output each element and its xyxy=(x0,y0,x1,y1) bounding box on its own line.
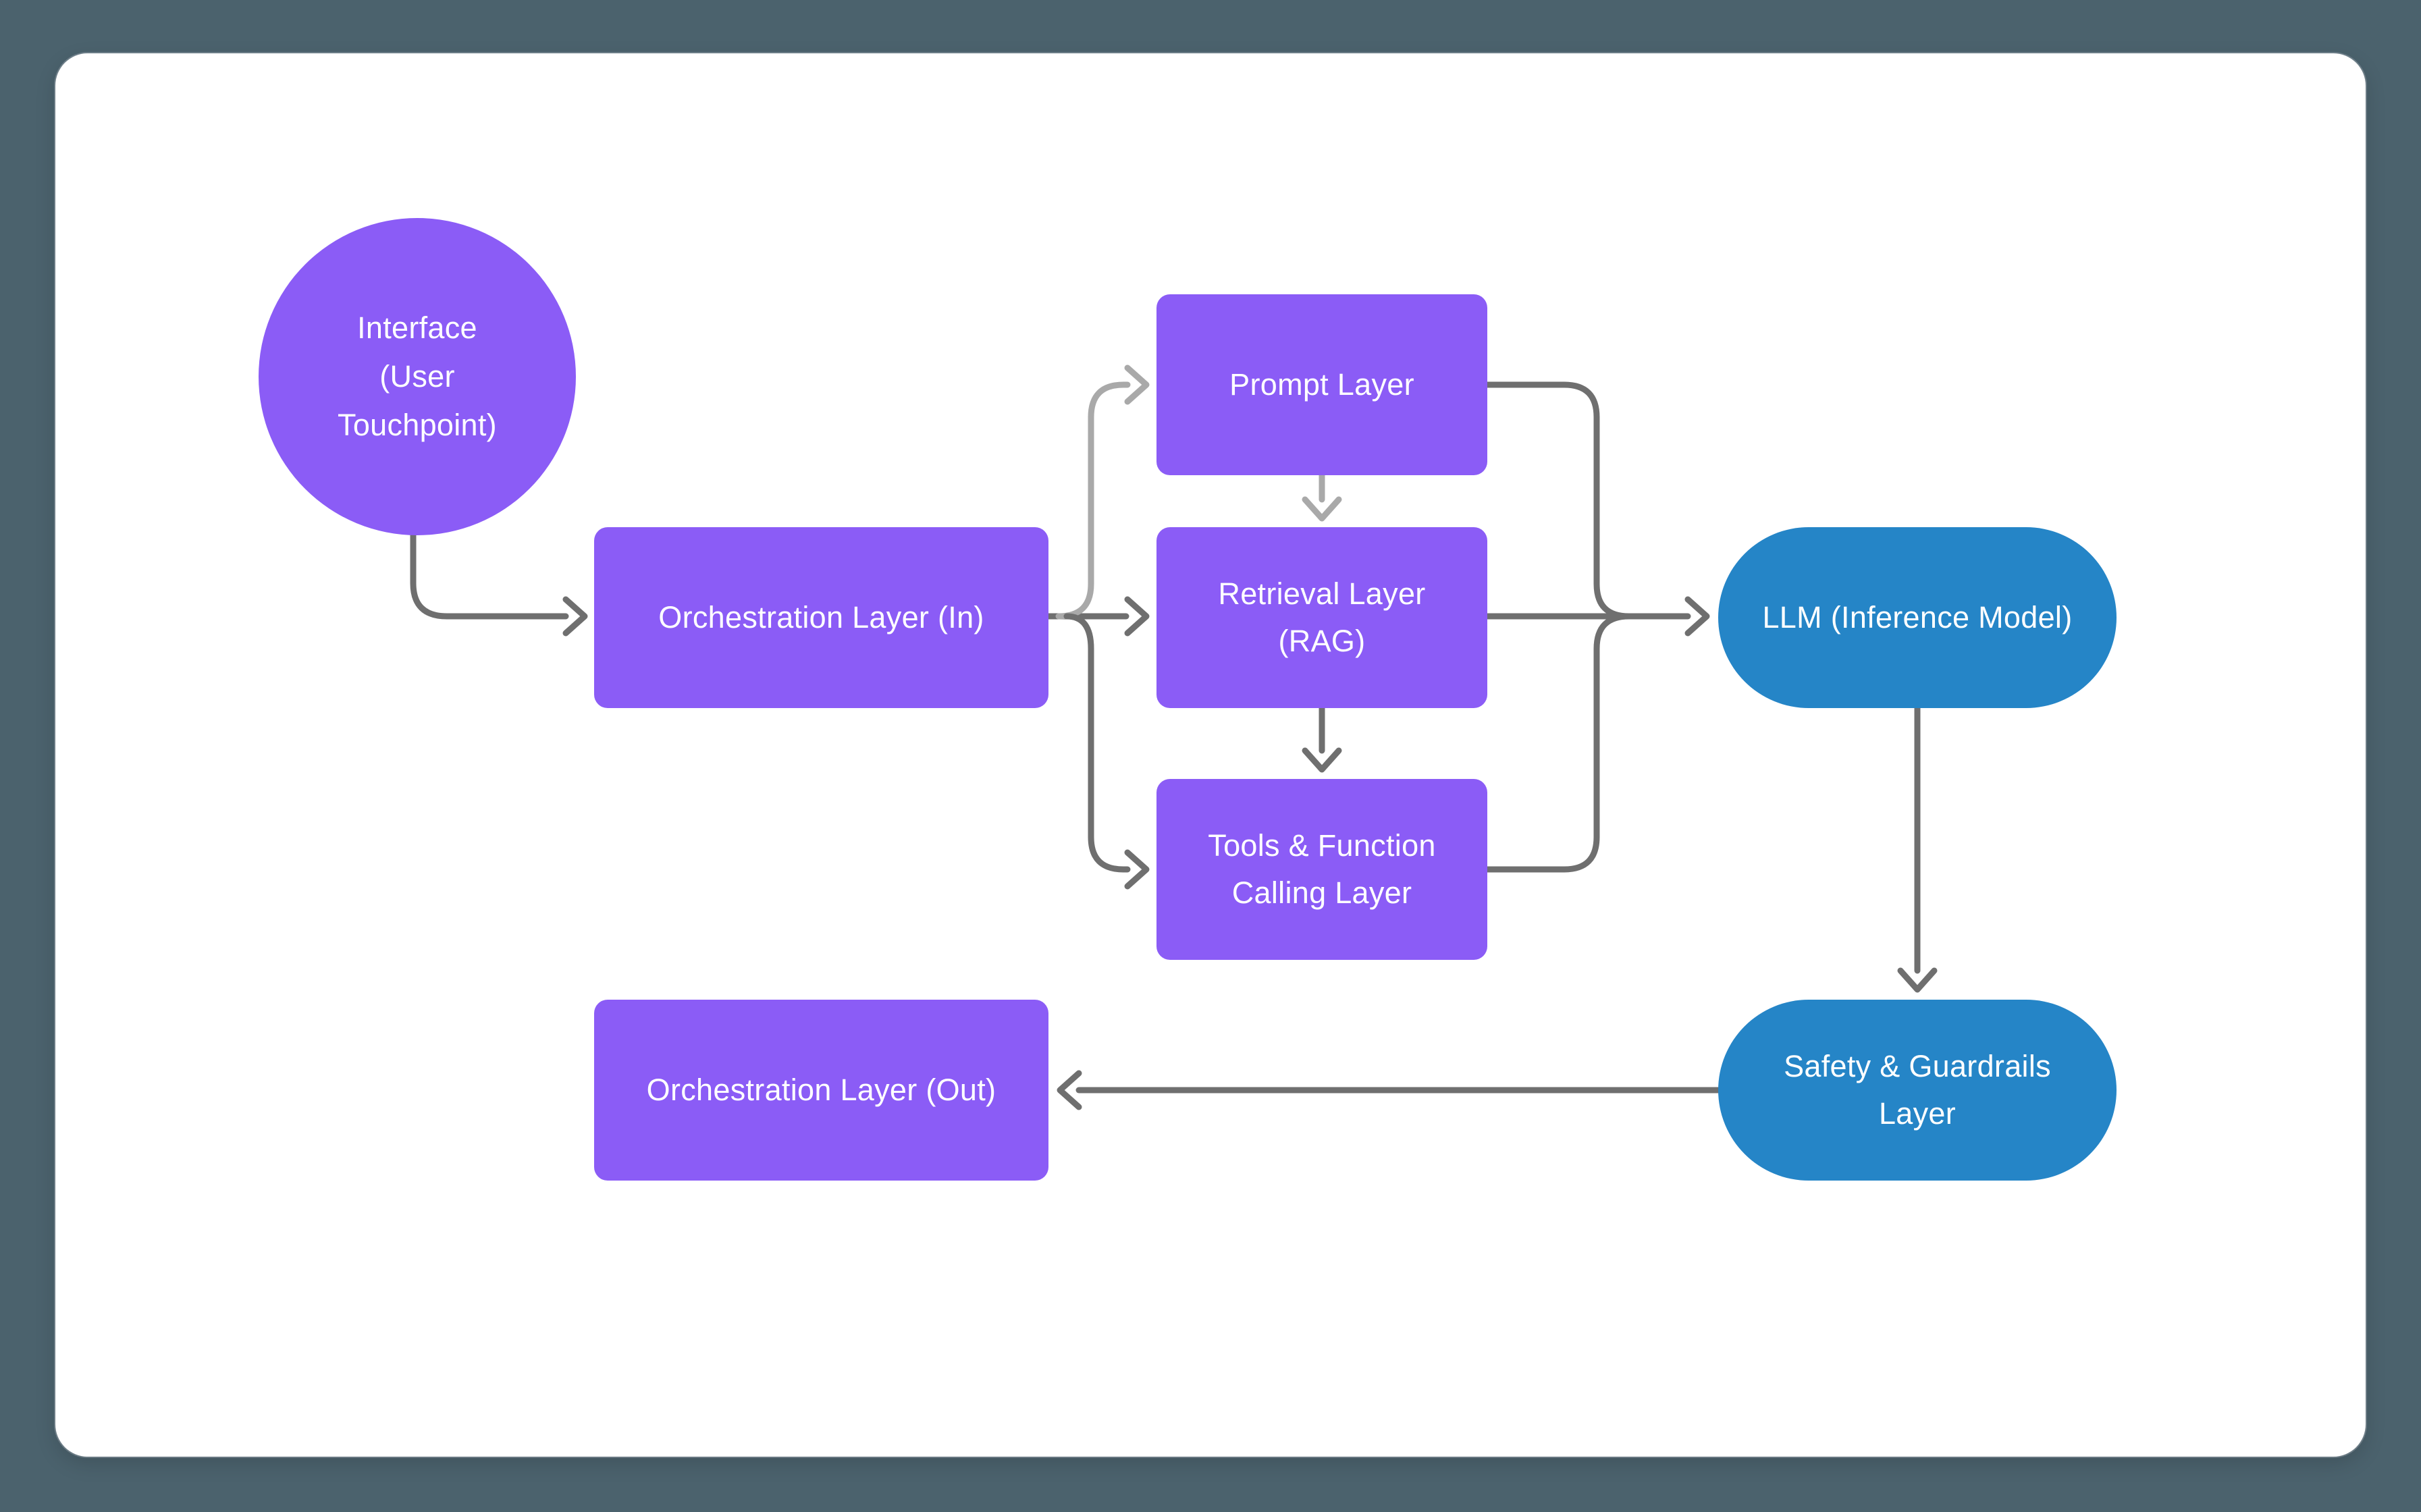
node-safety-guardrails-layer[interactable]: Safety & Guardrails Layer xyxy=(1718,1000,2117,1181)
node-orchestration-layer-in[interactable]: Orchestration Layer (In) xyxy=(594,527,1048,708)
node-orchestration-in-label: Orchestration Layer (In) xyxy=(658,600,984,634)
edge-safety-to-orchestration-out[interactable] xyxy=(1057,1070,1722,1110)
node-retrieval-label: Retrieval Layer (RAG) xyxy=(1218,576,1426,658)
edge-prompt-to-llm[interactable] xyxy=(1484,381,1632,620)
node-retrieval-layer-rag[interactable]: Retrieval Layer (RAG) xyxy=(1156,527,1487,708)
edge-retrieval-to-llm[interactable] xyxy=(1484,596,1710,637)
edge-retrieval-to-tools[interactable] xyxy=(1302,705,1342,773)
edge-orchestration-in-to-tools[interactable] xyxy=(1063,613,1150,890)
node-tools-function-calling-layer[interactable]: Tools & Function Calling Layer xyxy=(1156,779,1487,960)
edge-interface-to-orchestration-in[interactable] xyxy=(410,532,588,637)
edge-prompt-to-retrieval[interactable] xyxy=(1302,472,1342,522)
node-interface-user-touchpoint[interactable]: Interface (User Touchpoint) xyxy=(259,218,576,535)
node-orchestration-layer-out[interactable]: Orchestration Layer (Out) xyxy=(594,1000,1048,1181)
node-prompt-label: Prompt Layer xyxy=(1229,367,1414,402)
node-llm-label: LLM (Inference Model) xyxy=(1762,600,2073,634)
node-llm-inference-model[interactable]: LLM (Inference Model) xyxy=(1718,527,2117,708)
node-safety-label: Safety & Guardrails Layer xyxy=(1784,1049,2051,1131)
edge-llm-to-safety[interactable] xyxy=(1897,705,1938,993)
node-orchestration-out-label: Orchestration Layer (Out) xyxy=(646,1073,996,1107)
edge-tools-to-llm[interactable] xyxy=(1484,613,1632,873)
edge-orchestration-in-to-prompt[interactable] xyxy=(1055,364,1150,620)
node-interface-label: Interface (User Touchpoint) xyxy=(338,310,497,442)
node-tools-label: Tools & Function Calling Layer xyxy=(1208,828,1436,910)
node-prompt-layer[interactable]: Prompt Layer xyxy=(1156,294,1487,475)
